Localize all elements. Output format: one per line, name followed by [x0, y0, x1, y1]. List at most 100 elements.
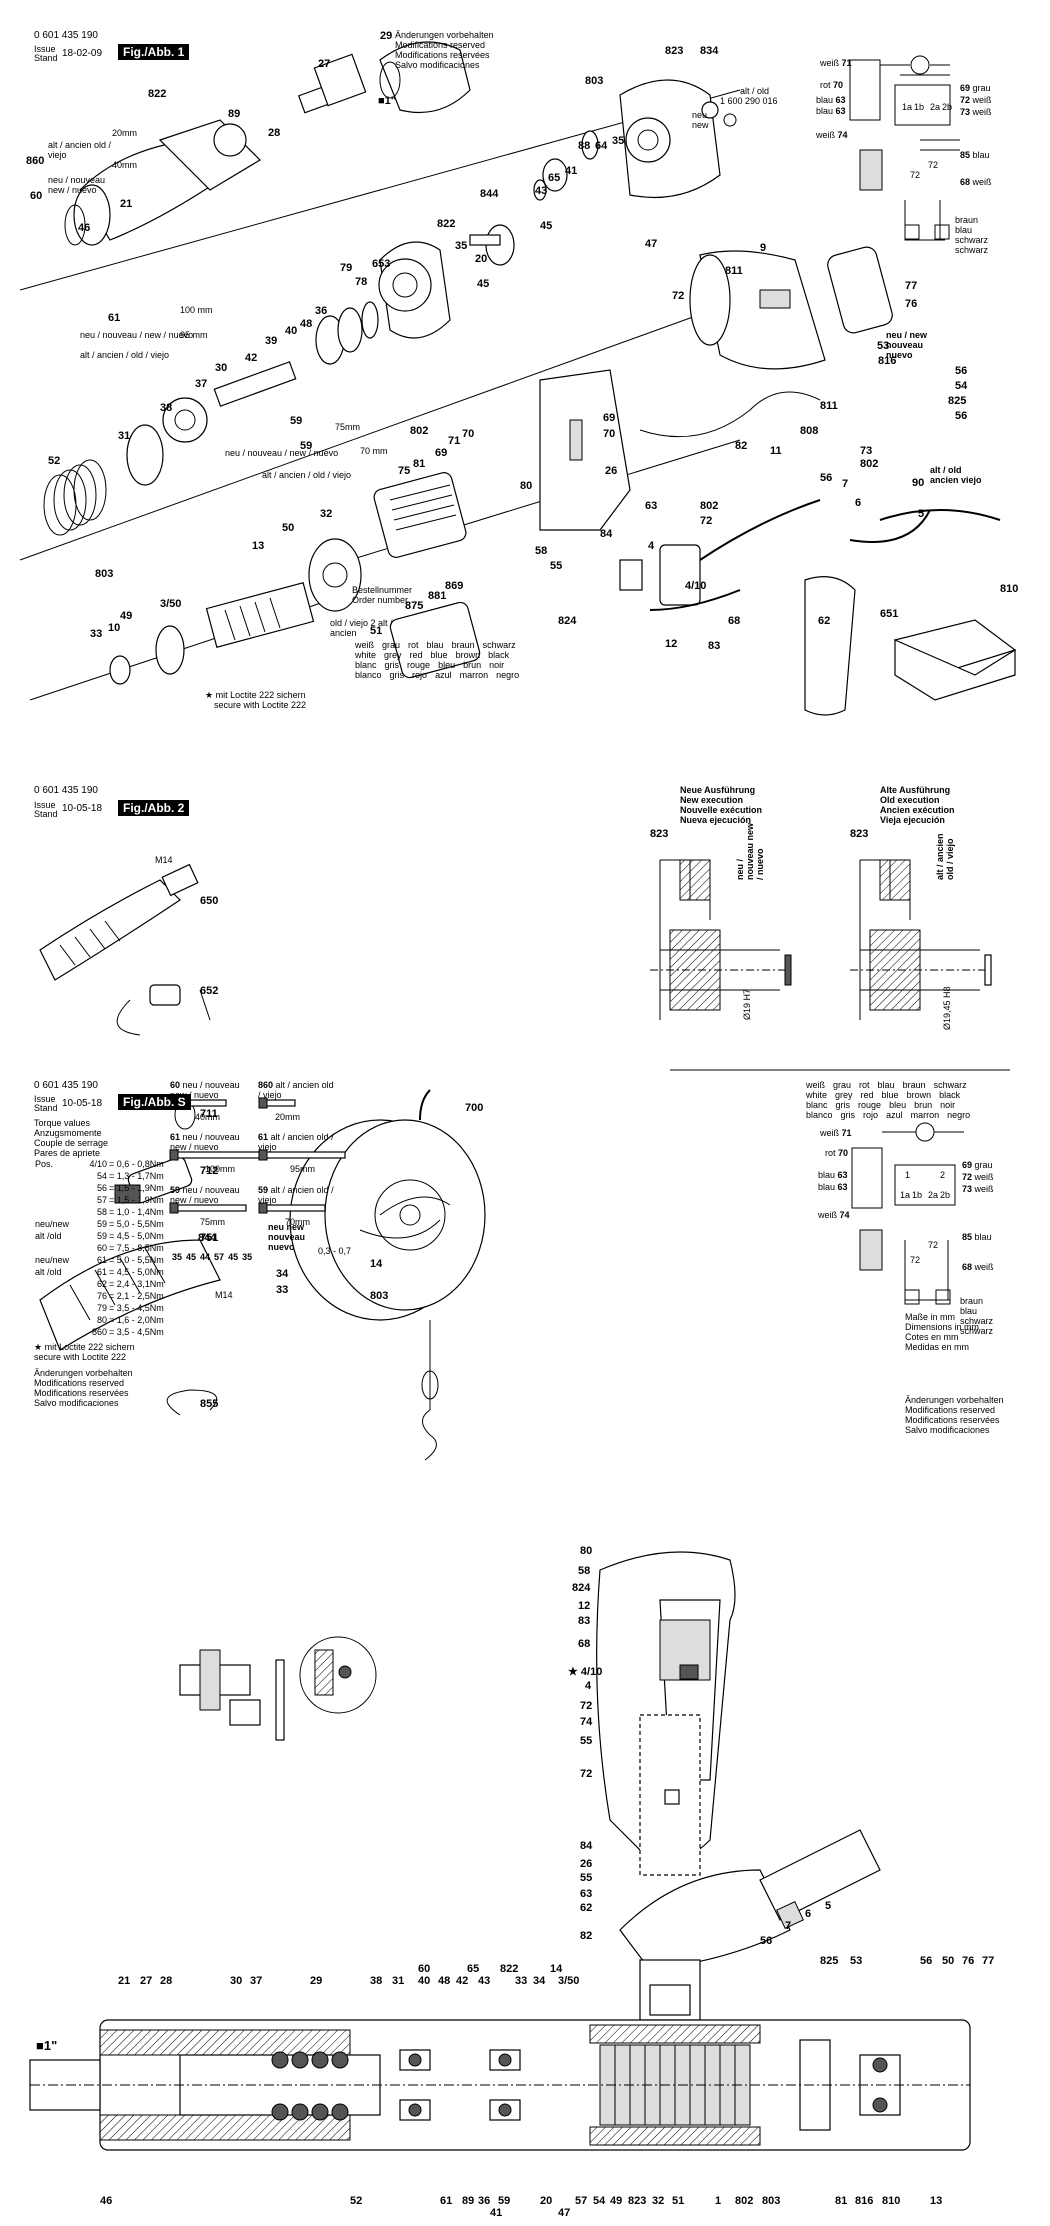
label-808: 808: [800, 425, 819, 437]
fig1-alt-old-block: alt / old ancien viejo: [930, 465, 982, 485]
st-76: 76: [962, 1955, 975, 1967]
label-70: 70: [462, 428, 475, 440]
st-77: 77: [982, 1955, 995, 1967]
fig2-date: 10-05-18: [62, 803, 103, 814]
label-4: 4: [648, 540, 655, 552]
label-72b: 72: [700, 515, 713, 527]
label-5: 5: [918, 508, 925, 520]
sb-81: 81: [835, 2195, 848, 2207]
label-59a: 59: [290, 415, 303, 427]
figS-tag: Fig./Abb. S: [118, 1094, 191, 1110]
label-42: 42: [245, 352, 258, 364]
s-wire-63a: blau 63: [818, 1170, 848, 1180]
st-30: 30: [230, 1975, 243, 1987]
wire-74: weiß 74: [816, 130, 848, 140]
figS-top-labels: 21 27 28 30 37 29 38 31 60 40 48 42 65 4…: [0, 1955, 1050, 1989]
label-802b: 802: [860, 458, 879, 470]
label-751: 751: [200, 1232, 219, 1244]
sb-89: 89: [462, 2195, 475, 2207]
fig1-exploded-view: [19, 41, 1017, 716]
sb-52: 52: [350, 2195, 363, 2207]
label-78: 78: [355, 276, 368, 288]
label-31: 31: [118, 430, 131, 442]
old-execution-drawing: [850, 859, 992, 1020]
label-844: 844: [480, 188, 499, 200]
sb-57: 57: [575, 2195, 588, 2207]
sb-61: 61: [440, 2195, 453, 2207]
wire-72: 72 weiß: [960, 95, 992, 105]
figS-neu-block: neu new nouveau nuevo: [268, 1222, 306, 1252]
label-711: 711: [200, 1108, 218, 1120]
st-40: 40: [418, 1975, 431, 1987]
stand-label-2: Stand: [34, 809, 58, 819]
figS-drive: ■1": [36, 2038, 58, 2053]
label-822: 822: [148, 88, 167, 100]
st-21: 21: [118, 1975, 131, 1987]
s-wire-69: 69 grau: [962, 1160, 993, 1170]
new-exec-vlabel: neu / nouveau new / nuevo: [735, 822, 765, 880]
label-43: 43: [535, 185, 548, 197]
s-7: 7: [785, 1920, 792, 1932]
st-28: 28: [160, 1975, 173, 1987]
label-36: 36: [315, 305, 328, 317]
label-3-50: 3/50: [160, 598, 182, 610]
st-29: 29: [310, 1975, 323, 1987]
label-46: 46: [78, 222, 91, 234]
label-89: 89: [228, 108, 241, 120]
label-7: 7: [842, 478, 849, 490]
fig1-date: 18-02-09: [62, 48, 103, 59]
s-82: 82: [580, 1930, 593, 1942]
label-45a: 45: [540, 220, 553, 232]
st-14: 14: [550, 1963, 563, 1975]
new-exec-part: 823: [650, 828, 669, 840]
label-69b: 69: [603, 412, 616, 424]
bolt-860-len: 20mm: [275, 1112, 301, 1122]
label-81: 81: [413, 458, 426, 470]
label-811b: 811: [820, 400, 838, 412]
fig1-860-note: alt / ancien old / viejo: [48, 140, 112, 160]
old-exec-part: 823: [850, 828, 869, 840]
label-803b: 803: [95, 568, 114, 580]
s-80: 80: [580, 1545, 593, 1557]
label-875: 875: [405, 600, 424, 612]
s-6: 6: [805, 1908, 812, 1920]
bolt-61-old: 61 alt / ancien old / viejo: [258, 1132, 334, 1152]
st-27: 27: [140, 1975, 153, 1987]
part-number-s: 0 601 435 190: [34, 1080, 98, 1091]
wire-68: 68 weiß: [960, 177, 992, 187]
label-64: 64: [595, 140, 608, 152]
s-wire-85: 85 blau: [962, 1232, 992, 1242]
label-823: 823: [665, 45, 684, 57]
bolt-61-old-len: 95mm: [290, 1164, 316, 1174]
fig1-neu-new: neu new: [692, 110, 709, 130]
fig1-drive: ■1": [378, 95, 396, 107]
fig1-70mm: 70 mm: [360, 446, 388, 456]
s-56: 56: [760, 1935, 773, 1947]
wire-69: 69 grau: [960, 83, 991, 93]
fig1-tag: Fig./Abb. 1: [118, 44, 190, 60]
s-74: 74: [580, 1716, 593, 1728]
label-75: 75: [398, 465, 411, 477]
sb-816: 816: [855, 2195, 874, 2207]
s-sw-2a: 2a: [928, 1190, 939, 1200]
label-27: 27: [318, 58, 331, 70]
sw-2a: 2a: [930, 102, 941, 112]
s-55: 55: [580, 1735, 593, 1747]
figS-33: 33: [276, 1284, 289, 1296]
s-sw-2: 2: [940, 1170, 946, 1180]
issue-label-s: Issue: [34, 1094, 56, 1104]
sb-810: 810: [882, 2195, 901, 2207]
fig1-59-old: alt / ancien / old / viejo: [262, 470, 352, 480]
s-sw-1b: 1b: [912, 1190, 923, 1200]
label-90: 90: [912, 477, 925, 489]
label-50: 50: [282, 522, 295, 534]
bolt-59-new-len: 75mm: [200, 1217, 226, 1227]
label-53: 53: [877, 340, 890, 352]
label-47: 47: [645, 238, 658, 250]
issue-label-2: Issue: [34, 800, 56, 810]
fig1-alt-old: alt / old: [740, 86, 770, 96]
